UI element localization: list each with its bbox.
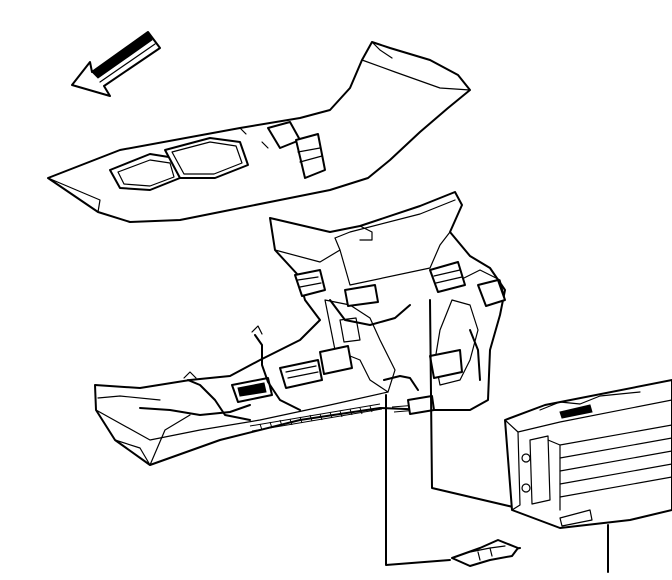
electronic-module	[504, 379, 672, 529]
floor-console-base	[94, 191, 506, 466]
mounting-clip	[451, 539, 519, 567]
connector-assembly	[231, 261, 506, 415]
forward-arrow-icon	[71, 31, 161, 97]
console-trim-panel	[47, 41, 471, 223]
wiring-harness	[139, 299, 481, 421]
